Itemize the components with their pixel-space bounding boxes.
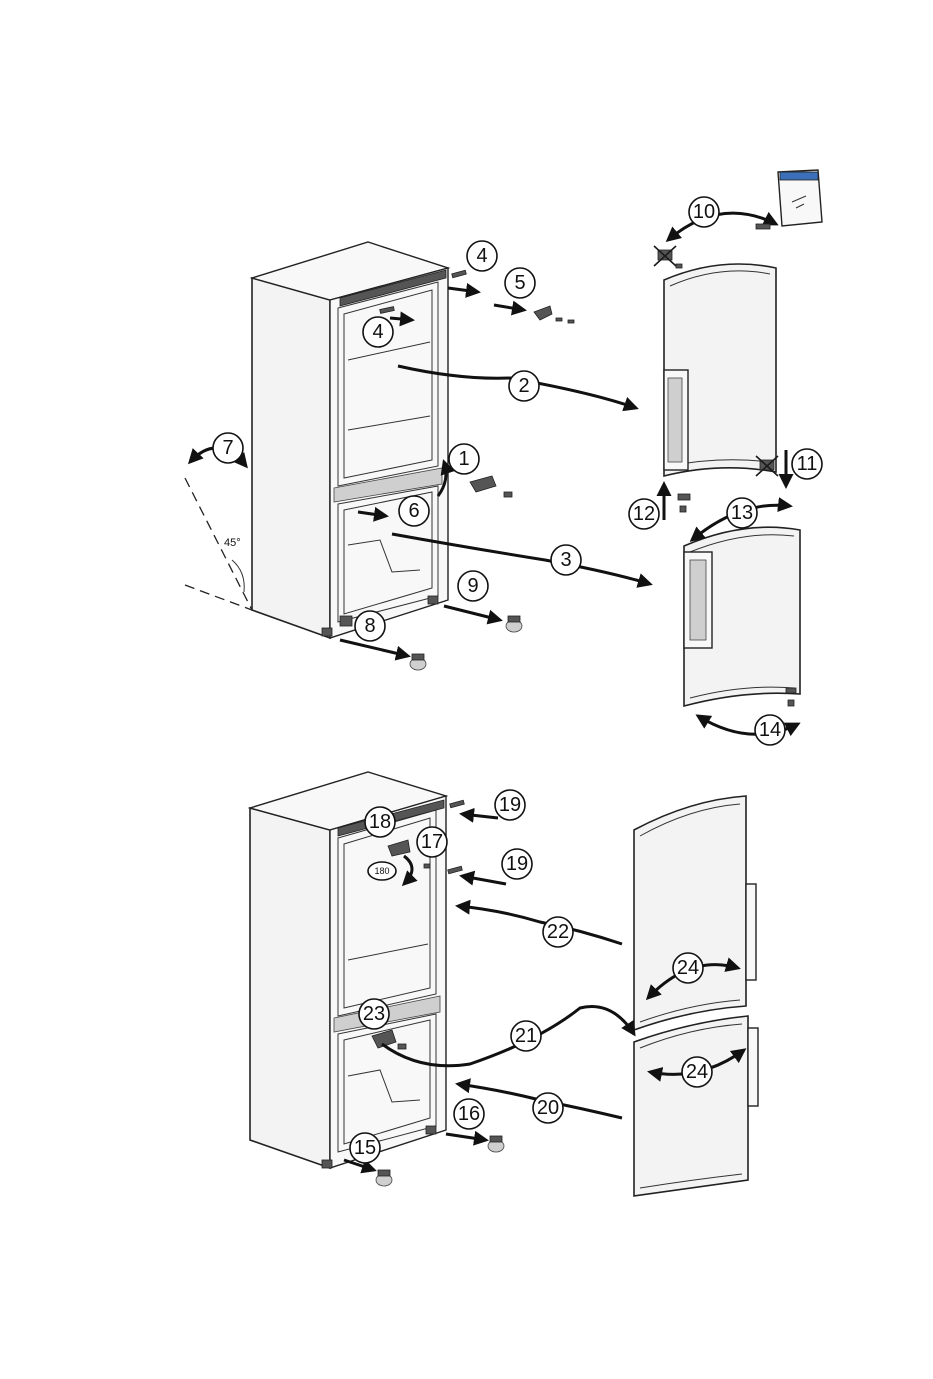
callout-7: 7 bbox=[213, 433, 243, 463]
svg-text:10: 10 bbox=[693, 201, 715, 223]
callout-13: 13 bbox=[727, 498, 757, 528]
svg-text:14: 14 bbox=[759, 719, 781, 741]
rotation-label: 180 bbox=[374, 866, 389, 876]
callout-22: 22 bbox=[543, 917, 573, 947]
callout-20: 20 bbox=[533, 1093, 563, 1123]
angle-label: 45° bbox=[224, 537, 241, 549]
lower-door bbox=[684, 527, 800, 706]
callout-2: 2 bbox=[509, 371, 539, 401]
callout-10: 10 bbox=[689, 197, 719, 227]
svg-text:1: 1 bbox=[458, 448, 469, 470]
svg-text:19: 19 bbox=[506, 853, 528, 875]
crossed-part-icon bbox=[654, 246, 676, 266]
callout-19a: 19 bbox=[495, 790, 525, 820]
svg-text:23: 23 bbox=[363, 1003, 385, 1025]
callout-6: 6 bbox=[399, 496, 429, 526]
svg-text:22: 22 bbox=[547, 921, 569, 943]
callout-23: 23 bbox=[359, 999, 389, 1029]
callout-12: 12 bbox=[629, 499, 659, 529]
callout-9: 9 bbox=[458, 571, 488, 601]
callout-17: 17 bbox=[417, 827, 447, 857]
parts-bag-icon bbox=[778, 170, 822, 226]
svg-text:6: 6 bbox=[408, 500, 419, 522]
svg-text:24: 24 bbox=[686, 1061, 708, 1083]
callout-16: 16 bbox=[454, 1099, 484, 1129]
callout-19b: 19 bbox=[502, 849, 532, 879]
callout-11: 11 bbox=[792, 449, 822, 479]
svg-text:4: 4 bbox=[372, 321, 383, 343]
callout-5: 5 bbox=[505, 268, 535, 298]
svg-text:20: 20 bbox=[537, 1097, 559, 1119]
svg-text:13: 13 bbox=[731, 502, 753, 524]
callout-4b: 4 bbox=[363, 317, 393, 347]
svg-text:5: 5 bbox=[514, 272, 525, 294]
svg-text:3: 3 bbox=[560, 549, 571, 571]
svg-text:15: 15 bbox=[354, 1137, 376, 1159]
cabinet-side-panel-2 bbox=[250, 808, 330, 1168]
svg-text:11: 11 bbox=[797, 453, 818, 475]
svg-text:24: 24 bbox=[677, 957, 699, 979]
svg-text:16: 16 bbox=[458, 1103, 480, 1125]
svg-text:21: 21 bbox=[515, 1025, 537, 1047]
svg-text:17: 17 bbox=[421, 831, 443, 853]
svg-text:2: 2 bbox=[518, 375, 529, 397]
svg-text:9: 9 bbox=[467, 575, 478, 597]
svg-text:7: 7 bbox=[222, 437, 233, 459]
callout-24b: 24 bbox=[682, 1057, 712, 1087]
cabinet-side-panel bbox=[252, 278, 330, 638]
lower-door-reversed bbox=[634, 1016, 758, 1196]
svg-text:12: 12 bbox=[633, 503, 655, 525]
callout-24a: 24 bbox=[673, 953, 703, 983]
svg-text:19: 19 bbox=[499, 794, 521, 816]
callout-3: 3 bbox=[551, 545, 581, 575]
callout-21: 21 bbox=[511, 1021, 541, 1051]
svg-text:4: 4 bbox=[476, 245, 487, 267]
svg-text:8: 8 bbox=[364, 615, 375, 637]
svg-text:18: 18 bbox=[369, 811, 391, 833]
callout-18: 18 bbox=[365, 807, 395, 837]
callout-14: 14 bbox=[755, 715, 785, 745]
callout-15: 15 bbox=[350, 1133, 380, 1163]
callout-1: 1 bbox=[449, 444, 479, 474]
fridge-bottom-illustration: 180 bbox=[250, 772, 758, 1196]
callout-8: 8 bbox=[355, 611, 385, 641]
fridge-top-illustration: 45° bbox=[185, 170, 822, 734]
upper-door bbox=[664, 264, 776, 476]
callout-4a: 4 bbox=[467, 241, 497, 271]
